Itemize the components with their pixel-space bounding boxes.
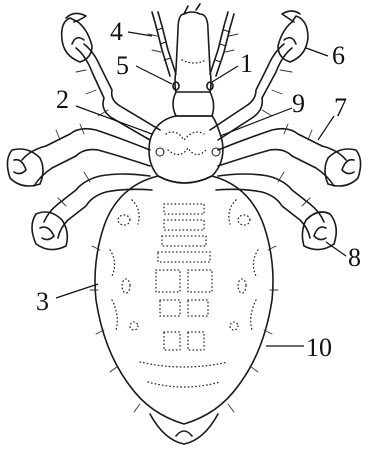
thorax bbox=[149, 116, 223, 183]
labels: 1 2 3 4 5 6 7 8 9 10 bbox=[36, 17, 361, 362]
leader-3 bbox=[56, 284, 98, 298]
leader-5 bbox=[136, 66, 172, 84]
leg-middle-left bbox=[7, 129, 150, 186]
leader-7 bbox=[318, 116, 334, 140]
label-1: 1 bbox=[240, 49, 253, 78]
label-3: 3 bbox=[36, 287, 49, 316]
spiracle-spots bbox=[110, 200, 258, 330]
antennae bbox=[148, 12, 238, 76]
antenna-left bbox=[148, 12, 176, 76]
segment-plates bbox=[140, 204, 228, 387]
leg-hairs bbox=[56, 70, 312, 206]
leader-2 bbox=[76, 106, 152, 134]
label-10: 10 bbox=[306, 333, 332, 362]
label-2: 2 bbox=[56, 85, 69, 114]
label-6: 6 bbox=[332, 41, 345, 70]
leader-lines bbox=[56, 32, 346, 346]
label-9: 9 bbox=[292, 89, 305, 118]
leg-middle-right bbox=[218, 129, 361, 186]
leader-9 bbox=[220, 108, 292, 136]
label-4: 4 bbox=[110, 17, 123, 46]
head bbox=[173, 4, 214, 116]
label-7: 7 bbox=[334, 93, 347, 122]
antenna-right bbox=[210, 12, 238, 76]
label-8: 8 bbox=[348, 243, 361, 272]
leader-6 bbox=[306, 48, 328, 56]
abdomen bbox=[90, 176, 278, 444]
leader-8 bbox=[326, 242, 346, 256]
label-5: 5 bbox=[116, 51, 129, 80]
